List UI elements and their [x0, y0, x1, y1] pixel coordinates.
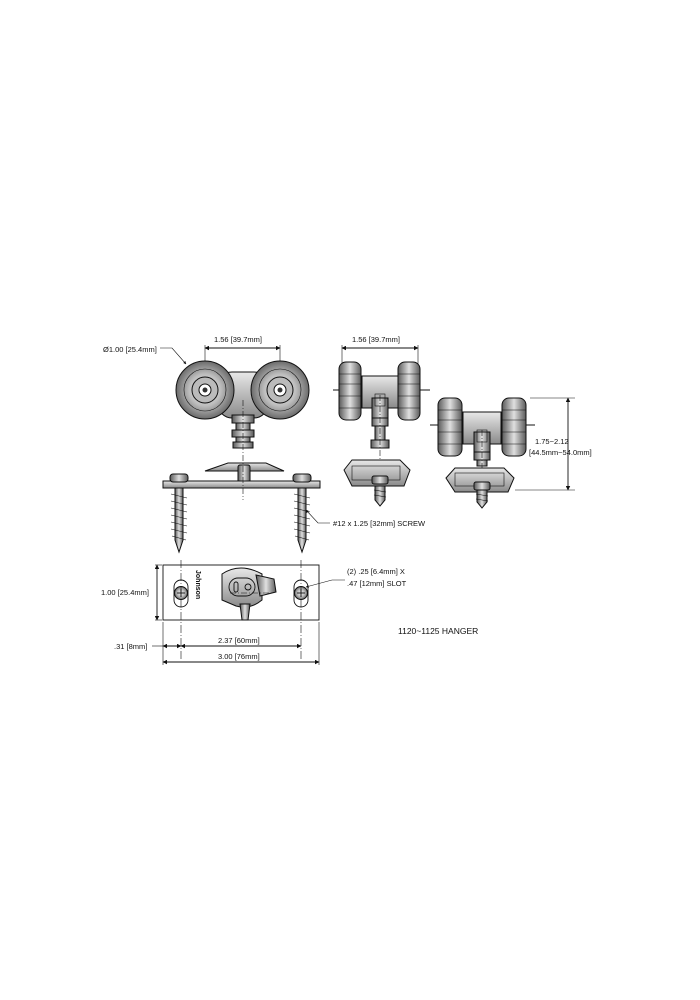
- drawing-title: 1120~1125 HANGER: [398, 626, 478, 636]
- screw-callout: #12 x 1.25 [32mm] SCREW: [333, 519, 426, 528]
- slot-callout-line2: .47 [12mm] SLOT: [347, 579, 407, 588]
- side-view-height: 1.75~2.12 [44.5mm~54.0mm]: [430, 397, 592, 509]
- edge-offset-dimension: .31 [8mm]: [114, 642, 147, 651]
- wheel-diameter-dimension: Ø1.00 [25.4mm]: [103, 345, 157, 354]
- plate-top-view: 1.00 [25.4mm] Johnson (2) .25 [6.4mm] X …: [101, 560, 407, 665]
- brand-label: Johnson: [194, 570, 201, 599]
- plate-height-dimension: 1.00 [25.4mm]: [101, 588, 149, 597]
- hole-spacing-dimension: 2.37 [60mm]: [218, 636, 260, 645]
- side-view: 1.56 [39.7mm]: [333, 335, 430, 507]
- height-range-metric: [44.5mm~54.0mm]: [529, 448, 592, 457]
- slot-callout-line1: (2) .25 [6.4mm] X: [347, 567, 405, 576]
- side-width-dimension: 1.56 [39.7mm]: [352, 335, 400, 344]
- front-view: 1.56 [39.7mm] Ø1.00 [25.4mm]: [103, 335, 426, 554]
- height-range-dimension: 1.75~2.12: [535, 437, 569, 446]
- plate-length-dimension: 3.00 [76mm]: [218, 652, 260, 661]
- front-width-dimension: 1.56 [39.7mm]: [214, 335, 262, 344]
